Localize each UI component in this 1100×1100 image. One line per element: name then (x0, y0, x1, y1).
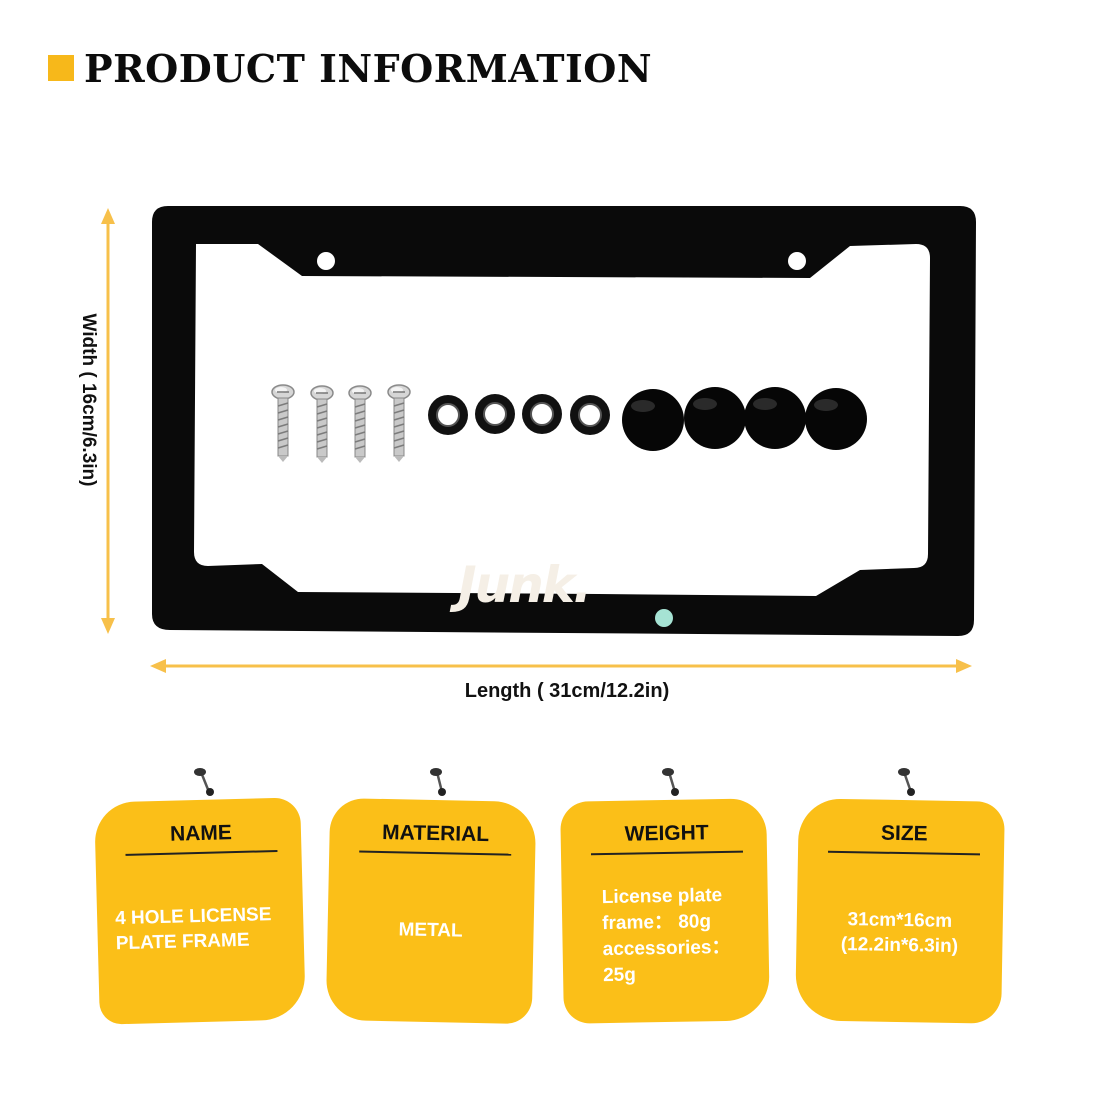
product-diagram (101, 206, 976, 673)
pushpin-icon (430, 768, 446, 796)
card-value-line: License plate (601, 885, 723, 909)
mounting-hole (319, 572, 335, 588)
screw-cap-icon (805, 388, 867, 450)
license-plate-frame (152, 206, 976, 636)
card-value-line: PLATE FRAME (115, 929, 250, 955)
washer-icon (521, 393, 563, 435)
mounting-hole (788, 252, 806, 270)
info-card-material: MATERIAL METAL (325, 797, 537, 1025)
accessories-row (271, 384, 867, 464)
card-value: 31cm*16cm (12.2in*6.3in) (810, 906, 989, 959)
length-arrow (150, 659, 972, 673)
mounting-hole (789, 572, 805, 588)
card-value: METAL (341, 916, 519, 945)
card-title: NAME (124, 819, 278, 856)
screw-icon (310, 385, 334, 464)
card-value-line: 31cm*16cm (847, 909, 953, 932)
info-card-name: NAME 4 HOLE LICENSE PLATE FRAME (94, 797, 306, 1025)
card-value-line: 4 HOLE LICENSE (114, 904, 272, 930)
screw-icon (271, 384, 295, 463)
washer-icon (427, 394, 469, 436)
card-value-line: accessories： (602, 936, 731, 961)
pushpin-icon (194, 768, 214, 796)
card-title: WEIGHT (590, 820, 743, 856)
pushpin-icon (662, 768, 679, 796)
card-value: 4 HOLE LICENSE PLATE FRAME (111, 902, 290, 957)
card-value: License plate frame： 80g accessories： 25… (576, 882, 756, 989)
screw-cap-icon (684, 387, 746, 449)
header-accent-square (48, 55, 74, 81)
width-dimension-label: Width ( 16cm/6.3in) (78, 313, 99, 487)
screw-icon (387, 384, 411, 463)
card-value-line: (12.2in*6.3in) (840, 933, 959, 958)
card-title: SIZE (828, 820, 981, 856)
width-arrow (101, 208, 115, 634)
screw-cap-icon (622, 389, 684, 451)
length-dimension-label: Length ( 31cm/12.2in) (464, 680, 670, 702)
card-value-line: frame： 80g (602, 911, 712, 935)
info-card-size: SIZE 31cm*16cm (12.2in*6.3in) (795, 798, 1005, 1024)
brand-logo-text: Junk. (458, 556, 592, 614)
washer-icon (474, 393, 516, 435)
pushpin-icon (898, 768, 915, 796)
screw-cap-icon (744, 387, 806, 449)
screw-icon (348, 385, 372, 464)
washer-icon (569, 394, 611, 436)
mounting-hole (317, 252, 335, 270)
page-title: PRODUCT INFORMATION (84, 45, 653, 91)
brand-dot (655, 609, 673, 627)
info-card-weight: WEIGHT License plate frame： 80g accessor… (560, 798, 770, 1024)
card-value-line: METAL (398, 919, 463, 942)
section-header: PRODUCT INFORMATION (48, 44, 652, 92)
card-title: MATERIAL (359, 820, 512, 856)
card-value-line: 25g (602, 964, 637, 987)
